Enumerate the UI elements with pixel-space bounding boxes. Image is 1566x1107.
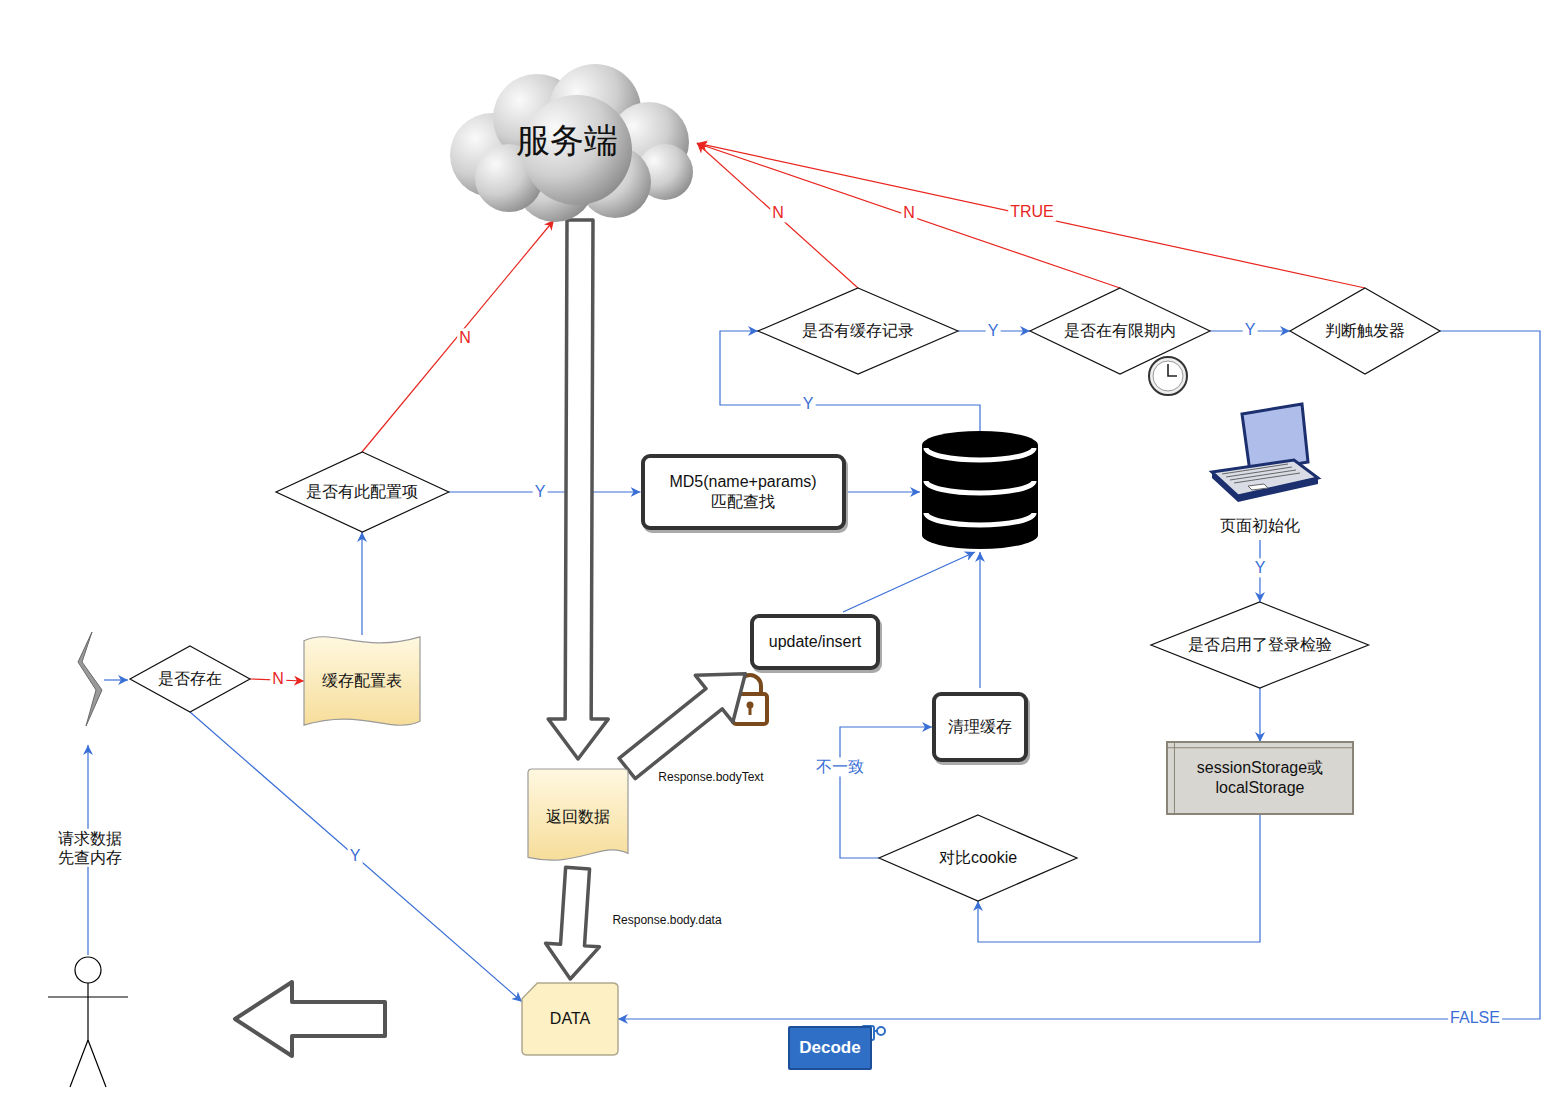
data-card-outline [522, 983, 618, 1055]
edge-label: FALSE [1448, 1008, 1502, 1027]
decision-diamond: 是否有缓存记录 [758, 288, 958, 374]
decision-diamond: 对比cookie [879, 815, 1077, 901]
lightning-icon [78, 632, 102, 726]
decision-diamond-outline [1151, 602, 1369, 688]
flow-connector [361, 532, 362, 635]
flow-connector [190, 712, 522, 1002]
hollow-arrow [546, 867, 600, 979]
document-shape-outline [528, 769, 628, 865]
node-text: 对比cookie [939, 848, 1017, 868]
storage-box-outline [1167, 742, 1353, 814]
edge-label: N [770, 203, 786, 222]
request-wire [104, 679, 128, 680]
database-symbol [922, 431, 1038, 549]
clock-icon [1149, 357, 1187, 395]
node-text: 判断触发器 [1325, 321, 1405, 341]
flow-connector [958, 330, 1030, 331]
document-shape: 返回数据 [528, 769, 628, 865]
edge-label: Y [1253, 558, 1268, 577]
process-box: update/insert [750, 614, 880, 670]
return-arrow [235, 982, 385, 1056]
decision-diamond-outline [758, 288, 958, 374]
edge-label: Y [533, 482, 548, 501]
decision-diamond: 判断触发器 [1290, 288, 1440, 374]
node-text: 页面初始化 [1220, 516, 1300, 540]
node-text: 缓存配置表 [322, 671, 402, 691]
process-box: 清理缓存 [932, 692, 1028, 762]
edge-label: TRUE [1008, 202, 1056, 221]
node-text: 是否有此配置项 [306, 482, 418, 502]
flow-connector [362, 220, 554, 452]
node-text: 是否有缓存记录 [802, 321, 914, 341]
flow-connector [1259, 540, 1260, 602]
actor-note: 请求数据 先查内存 [52, 829, 128, 867]
actor-figure [48, 957, 128, 1087]
decode-button: Decode [788, 1026, 871, 1069]
decision-diamond-outline [879, 815, 1077, 901]
database-wire [843, 552, 975, 612]
node-text: 返回数据 [546, 807, 610, 827]
storage-box: sessionStorage或 localStorage [1167, 742, 1353, 814]
config-table: 缓存配置表 [304, 633, 420, 729]
data-card: DATA [522, 983, 618, 1055]
node-text: MD5(name+params) 匹配查找 [661, 472, 826, 512]
flow-connector [978, 814, 1260, 942]
server-cloud-outline [437, 60, 697, 220]
server-cloud: 服务端 [437, 60, 697, 220]
node-text: 是否启用了登录检验 [1188, 635, 1332, 655]
edge-label: N [270, 669, 286, 688]
config-table-outline [304, 633, 420, 729]
node-text: Decode [799, 1037, 860, 1058]
database-wire [979, 552, 980, 688]
decision-diamond: 是否在有限期内 [1030, 288, 1210, 374]
flow-connector [1210, 330, 1290, 331]
edge-label: Response.body.data [610, 913, 723, 927]
flow-connector [618, 331, 1540, 1019]
node-text: 服务端 [516, 119, 618, 162]
node-text: 是否在有限期内 [1064, 321, 1176, 341]
edge-label: N [901, 203, 917, 222]
node-text: sessionStorage或 localStorage [1185, 758, 1335, 798]
node-text: update/insert [769, 632, 862, 652]
edge-label: Y [1243, 320, 1258, 339]
database-wire [848, 491, 920, 492]
edge-label: Y [986, 321, 1001, 340]
flow-connector [250, 679, 304, 681]
flow-connector [697, 143, 858, 288]
decision-diamond-outline [1030, 288, 1210, 374]
database-wire [720, 331, 980, 431]
request-wire [87, 745, 88, 955]
node-text: 清理缓存 [948, 717, 1012, 737]
decision-diamond-outline [1290, 288, 1440, 374]
branch-label: Y [801, 394, 816, 413]
laptop-icon [1190, 400, 1330, 540]
decision-diamond-outline [276, 452, 449, 532]
flow-connector [697, 143, 1365, 288]
hollow-arrow [548, 220, 608, 759]
node-text: 是否存在 [158, 669, 222, 689]
hollow-arrow [619, 674, 745, 779]
flow-connector [448, 491, 640, 492]
edge-label: N [457, 328, 473, 347]
flow-connector [1259, 688, 1260, 742]
process-box: MD5(name+params) 匹配查找 [641, 454, 846, 530]
edge-label: 不一致 [814, 757, 866, 776]
node-text: DATA [550, 1009, 590, 1029]
edge-label: Y [348, 846, 363, 865]
decision-diamond: 是否存在 [130, 646, 250, 712]
decision-diamond-outline [130, 646, 250, 712]
plug-icon [862, 1026, 885, 1040]
decision-diamond: 是否有此配置项 [276, 452, 449, 532]
page-init-node: 页面初始化 [1190, 400, 1330, 540]
edge-label: Response.bodyText [656, 770, 765, 784]
flow-connector [840, 727, 932, 858]
flow-connector [697, 143, 1120, 288]
decision-diamond: 是否启用了登录检验 [1151, 602, 1369, 688]
